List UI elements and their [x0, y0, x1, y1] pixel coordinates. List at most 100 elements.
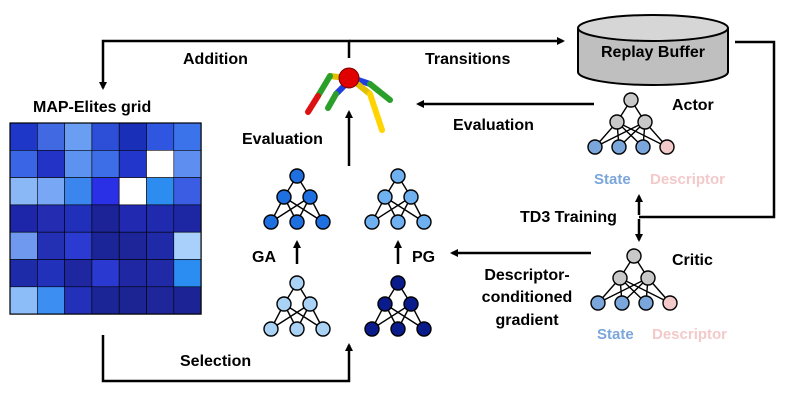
network-node: [390, 168, 406, 184]
grid-cell: [146, 122, 175, 151]
replay-buffer: Replay Buffer: [577, 14, 729, 86]
network-node: [364, 321, 380, 337]
network-node: [377, 189, 393, 205]
grid-cell: [91, 150, 120, 178]
network-edge: [594, 121, 646, 148]
network-node: [390, 214, 406, 230]
network-node: [289, 214, 305, 230]
grid-cell: [64, 231, 93, 260]
network-edge: [616, 121, 668, 148]
grid-cell: [146, 150, 175, 178]
grid-cell: [118, 204, 147, 233]
grid-cell: [36, 150, 65, 178]
grid-cell: [91, 122, 120, 151]
network-node: [263, 214, 279, 230]
network-edge: [283, 303, 324, 330]
network-node: [289, 168, 305, 184]
network-node: [626, 248, 642, 264]
ga-label: GA: [252, 249, 276, 266]
grid-cell: [146, 177, 175, 206]
grid-cell: [9, 259, 38, 288]
ga-offspring-network: [263, 168, 331, 230]
grid-cell: [91, 286, 120, 315]
robot-icon: [305, 67, 393, 133]
pg-parent-network: [364, 275, 432, 337]
actor-descriptor-label: Descriptor: [650, 171, 725, 188]
grid-cell: [173, 231, 202, 260]
network-node: [623, 92, 639, 108]
grid-cell: [118, 122, 147, 151]
network-edge: [384, 303, 425, 330]
network-edge: [384, 196, 425, 223]
grid-cell: [9, 122, 38, 151]
grid-cell: [146, 259, 175, 288]
grid-cell: [146, 204, 175, 233]
grid-cell: [36, 204, 65, 233]
grid-cell: [91, 231, 120, 260]
grid-cell: [36, 286, 65, 315]
network-node: [302, 296, 318, 312]
network-node: [364, 214, 380, 230]
addition-label: Addition: [183, 51, 248, 68]
grid-cell: [36, 259, 65, 288]
td3-training-label: TD3 Training: [520, 209, 617, 226]
state-node: [611, 139, 627, 155]
state-node: [590, 295, 606, 311]
descriptor-node: [662, 295, 678, 311]
network-node: [609, 114, 625, 130]
network-node: [289, 275, 305, 291]
network-node: [276, 189, 292, 205]
pg-offspring-network: [364, 168, 432, 230]
grid-cell: [146, 231, 175, 260]
state-node: [635, 139, 651, 155]
grid-cell: [64, 177, 93, 206]
grid-cell: [9, 286, 38, 315]
network-node: [315, 214, 331, 230]
grid-cell: [173, 150, 202, 178]
grid-cell: [64, 150, 93, 178]
network-node: [416, 214, 432, 230]
replay-buffer-label: Replay Buffer: [601, 44, 705, 61]
network-node: [637, 114, 653, 130]
state-node: [638, 295, 654, 311]
network-node: [289, 321, 305, 337]
actor-label: Actor: [672, 97, 714, 114]
grid-cell: [118, 150, 147, 178]
transitions-label: Transitions: [425, 51, 510, 68]
grid-cell: [118, 286, 147, 315]
network-edge: [619, 277, 671, 304]
descriptor-node: [659, 139, 675, 155]
grid-cell: [173, 286, 202, 315]
grid-cell: [118, 259, 147, 288]
network-node: [416, 321, 432, 337]
critic-state-label: State: [597, 326, 634, 343]
grid-cell: [118, 177, 147, 206]
grid-cell: [173, 204, 202, 233]
map-elites-grid: [9, 122, 202, 315]
td3-loop-line: [639, 40, 776, 219]
evaluation-right-label: Evaluation: [453, 117, 534, 134]
network-node: [390, 275, 406, 291]
state-node: [587, 139, 603, 155]
gradient-label-line3: gradient: [495, 312, 559, 329]
network-node: [403, 296, 419, 312]
grid-cell: [9, 150, 38, 178]
network-node: [403, 189, 419, 205]
gradient-label-line1: Descriptor-: [484, 267, 569, 284]
gradient-label-line2: conditioned: [482, 289, 573, 306]
grid-cell: [64, 204, 93, 233]
grid-cell: [64, 286, 93, 315]
critic-descriptor-label: Descriptor: [652, 326, 727, 343]
pg-label: PG: [412, 249, 435, 266]
ga-parent-network: [263, 275, 331, 337]
grid-cell: [64, 122, 93, 151]
network-node: [640, 270, 656, 286]
grid-cell: [36, 122, 65, 151]
network-node: [390, 321, 406, 337]
critic-label: Critic: [672, 252, 713, 269]
grid-cell: [9, 177, 38, 206]
grid-border: [9, 122, 202, 315]
grid-cell: [64, 259, 93, 288]
actor-network: [587, 92, 675, 155]
